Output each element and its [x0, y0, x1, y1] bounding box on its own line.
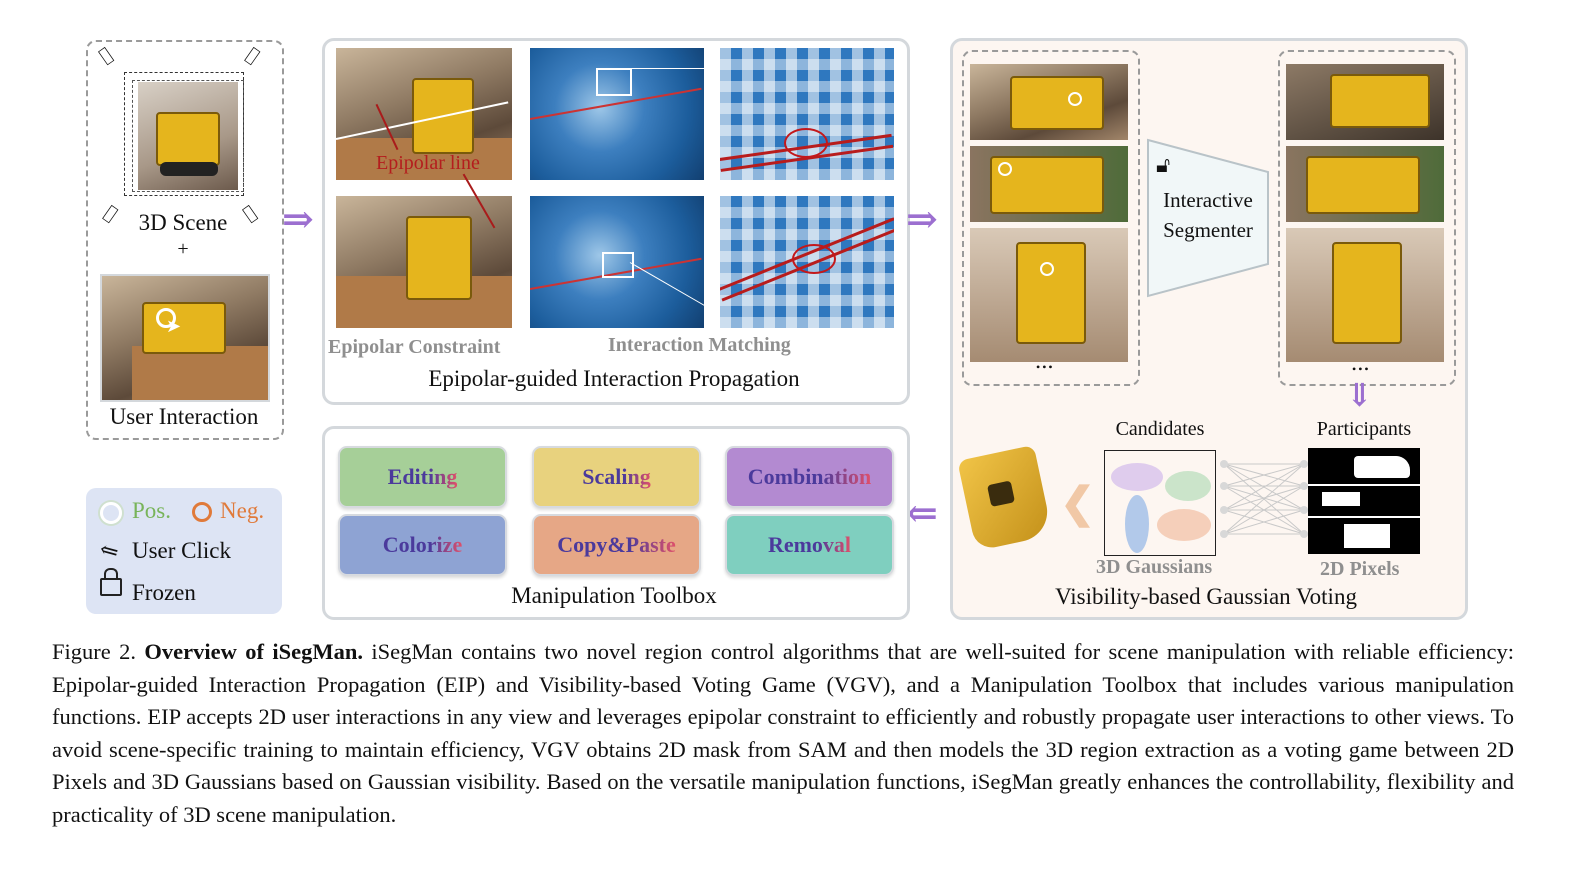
segmenter-label-1: Interactive	[1163, 188, 1253, 212]
tool-label: Removal	[767, 532, 852, 557]
eip-view-2	[336, 196, 512, 328]
user-interaction-image: ➤	[100, 274, 270, 402]
pixels-label: 2D Pixels	[1320, 558, 1400, 580]
lock-icon	[100, 578, 122, 596]
matching-zoom-1	[720, 48, 894, 180]
chevron-left-icon: ❮	[1060, 481, 1096, 527]
legend-pos: Pos.	[132, 498, 171, 523]
eip-view-1	[336, 48, 512, 180]
gaussian-ellipse	[1111, 463, 1163, 491]
input-view-1	[970, 64, 1128, 140]
user-interaction-label: User Interaction	[109, 404, 259, 429]
scene-cube-back	[132, 80, 244, 192]
arrow-right-icon: ⇒	[282, 199, 314, 241]
tool-label: Colorize	[382, 532, 463, 557]
gaussians-label: 3D Gaussians	[1096, 556, 1213, 578]
feature-map-2	[530, 196, 704, 328]
gaussian-ellipse	[1165, 471, 1211, 501]
figure-caption: Figure 2. Overview of iSegMan. iSegMan c…	[52, 636, 1514, 831]
segmented-views-group	[1278, 50, 1456, 386]
arrow-down-icon: ⇓	[1346, 377, 1373, 413]
tool-copy-paste[interactable]: Copy&Paste	[532, 514, 701, 576]
arrow-right-icon: ⇒	[906, 199, 938, 241]
ellipsis-right: •••	[1352, 362, 1371, 376]
segmenter-label-2: Segmenter	[1163, 218, 1253, 242]
scene-label: 3D Scene	[138, 210, 228, 235]
tool-combination[interactable]: Combination	[725, 446, 894, 508]
candidates-label: Candidates	[1115, 418, 1205, 440]
pos-click-marker	[998, 162, 1012, 176]
legend-neg: Neg.	[220, 498, 265, 523]
gaussian-ellipse	[1125, 495, 1149, 553]
mask-2	[1322, 492, 1360, 506]
participants-label: Participants	[1316, 418, 1412, 440]
caption-text: iSegMan contains two novel region contro…	[52, 639, 1514, 827]
gaussian-cube	[1104, 450, 1216, 556]
tool-label: Scaling	[582, 464, 651, 489]
matching-zoom-2	[720, 196, 894, 328]
plus-sign: +	[177, 238, 189, 260]
tool-label: Combination	[747, 464, 872, 489]
segmented-view-2	[1286, 146, 1444, 222]
eip-title: Epipolar-guided Interaction Propagation	[428, 366, 800, 391]
legend-frozen: Frozen	[132, 580, 196, 605]
zoom-line	[628, 68, 720, 69]
mask-3	[1344, 524, 1390, 548]
gaussian-ellipse	[1157, 509, 1211, 541]
lock-shackle	[104, 568, 118, 580]
legend-click: User Click	[132, 538, 232, 563]
scene-thumbnail	[138, 82, 238, 190]
input-view-2	[970, 146, 1128, 222]
tool-removal[interactable]: Removal	[725, 514, 894, 576]
caption-prefix: Figure 2.	[52, 639, 137, 664]
feature-map-1	[530, 48, 704, 180]
pos-click-icon	[100, 502, 122, 524]
tool-label: Editing	[387, 464, 458, 489]
ellipsis-left: •••	[1036, 360, 1055, 374]
toolbox-title: Manipulation Toolbox	[511, 583, 717, 608]
arrow-left-icon: ⇐	[906, 493, 938, 535]
cursor-icon: ➤	[166, 316, 182, 336]
pos-click-marker	[1040, 262, 1054, 276]
tool-label: Copy&Paste	[557, 532, 676, 557]
pos-click-marker	[156, 308, 176, 328]
input-views-group	[962, 50, 1140, 386]
input-panel	[86, 40, 284, 440]
mask-1	[1354, 456, 1410, 478]
interaction-matching-label: Interaction Matching	[608, 334, 791, 356]
match-circle	[784, 128, 828, 158]
voting-connections	[1220, 460, 1308, 538]
pos-click-marker	[1068, 92, 1082, 106]
segmenter-block	[1147, 138, 1269, 298]
vgv-title: Visibility-based Gaussian Voting	[1055, 584, 1357, 609]
neg-click-icon	[192, 502, 212, 522]
tool-editing[interactable]: Editing	[338, 446, 507, 508]
tool-scaling[interactable]: Scaling	[532, 446, 701, 508]
epipolar-line-label: Epipolar line	[376, 152, 480, 174]
segmented-view-3	[1286, 228, 1444, 362]
caption-bold: Overview of iSegMan.	[144, 639, 364, 664]
epipolar-constraint-label: Epipolar Constraint	[328, 336, 501, 358]
segmented-view-1	[1286, 64, 1444, 140]
lock-icon: 🔓︎	[1156, 152, 1171, 177]
mask-stack	[1308, 448, 1420, 554]
input-view-3	[970, 228, 1128, 362]
match-circle	[792, 244, 836, 274]
tool-colorize[interactable]: Colorize	[338, 514, 507, 576]
